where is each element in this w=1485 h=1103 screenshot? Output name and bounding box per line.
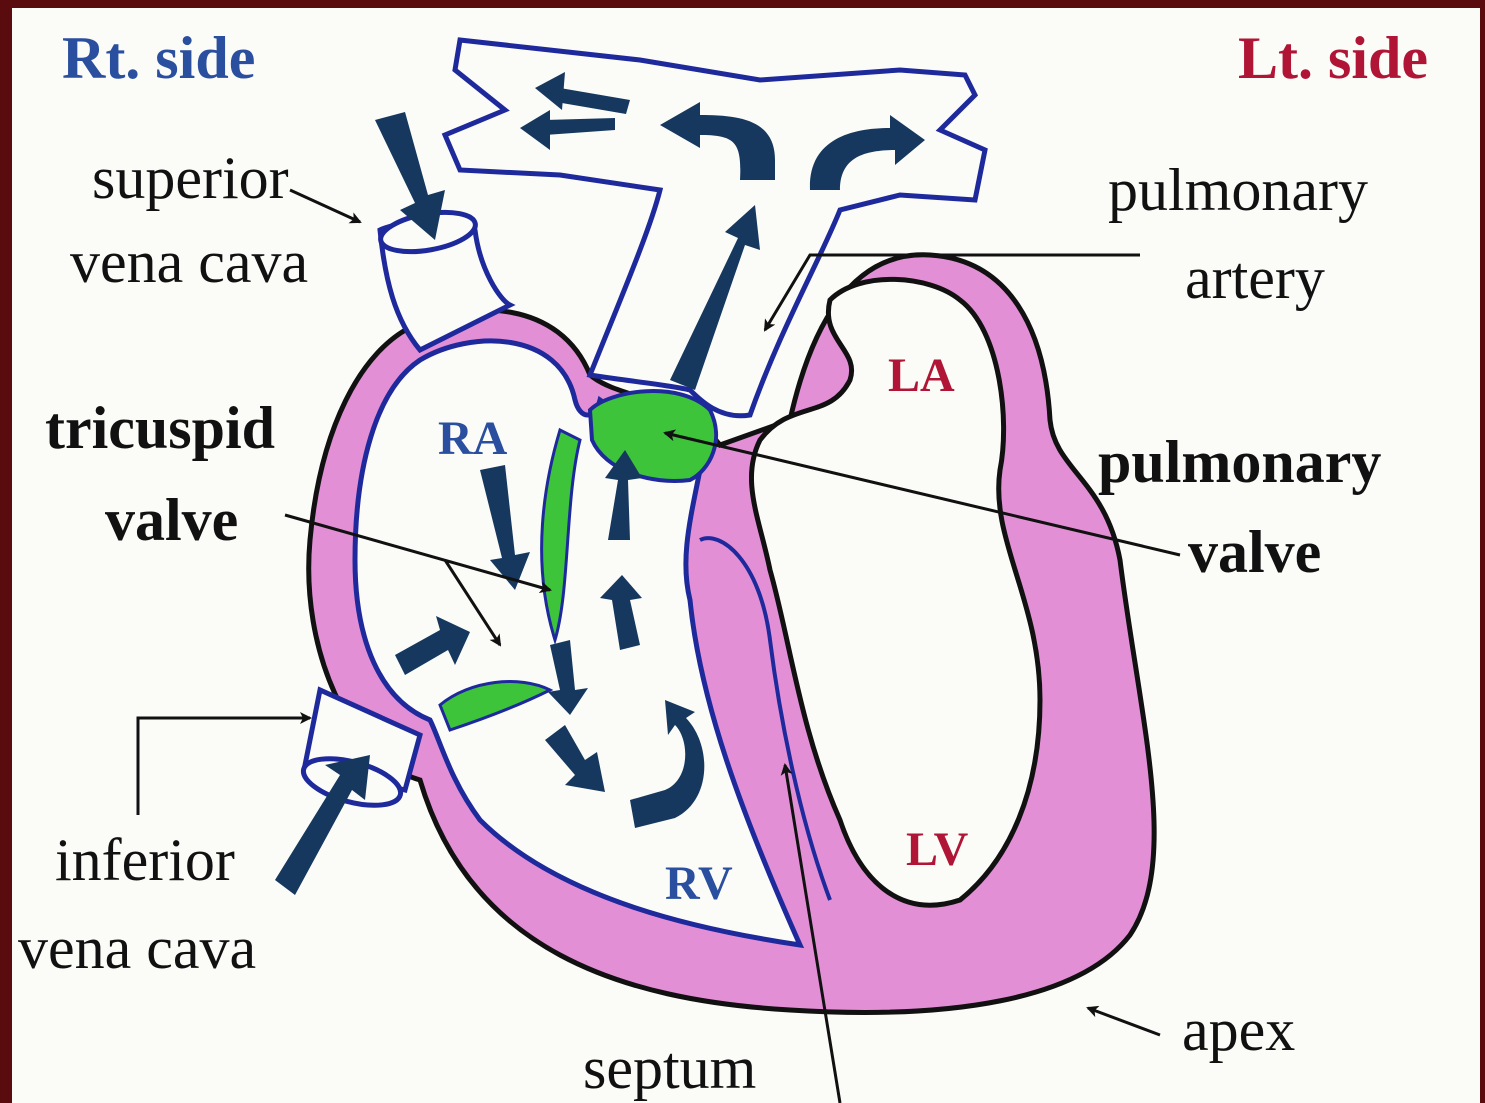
right-side-label: Rt. side bbox=[62, 28, 255, 88]
apex-label: apex bbox=[1182, 1000, 1295, 1060]
svc-label-line1: superior bbox=[92, 148, 289, 208]
tricuspid-valve-label-line2: valve bbox=[105, 490, 238, 550]
ivc-label-line1: inferior bbox=[55, 830, 235, 890]
septum-label: septum bbox=[583, 1038, 756, 1098]
rv-label: RV bbox=[665, 860, 733, 908]
tricuspid-valve-label-line1: tricuspid bbox=[45, 398, 275, 458]
la-label: LA bbox=[888, 352, 955, 400]
svc-label-line2: vena cava bbox=[70, 232, 308, 292]
pulmonary-valve-label-line2: valve bbox=[1188, 522, 1321, 582]
left-side-label: Lt. side bbox=[1238, 28, 1428, 88]
pulmonary-artery-label-line1: pulmonary bbox=[1108, 160, 1368, 220]
ra-label: RA bbox=[438, 415, 507, 463]
ivc-label-line2: vena cava bbox=[18, 918, 256, 978]
lv-label: LV bbox=[906, 826, 968, 874]
pulmonary-valve-label-line1: pulmonary bbox=[1098, 432, 1381, 492]
pulmonary-artery-label-line2: artery bbox=[1185, 248, 1325, 308]
